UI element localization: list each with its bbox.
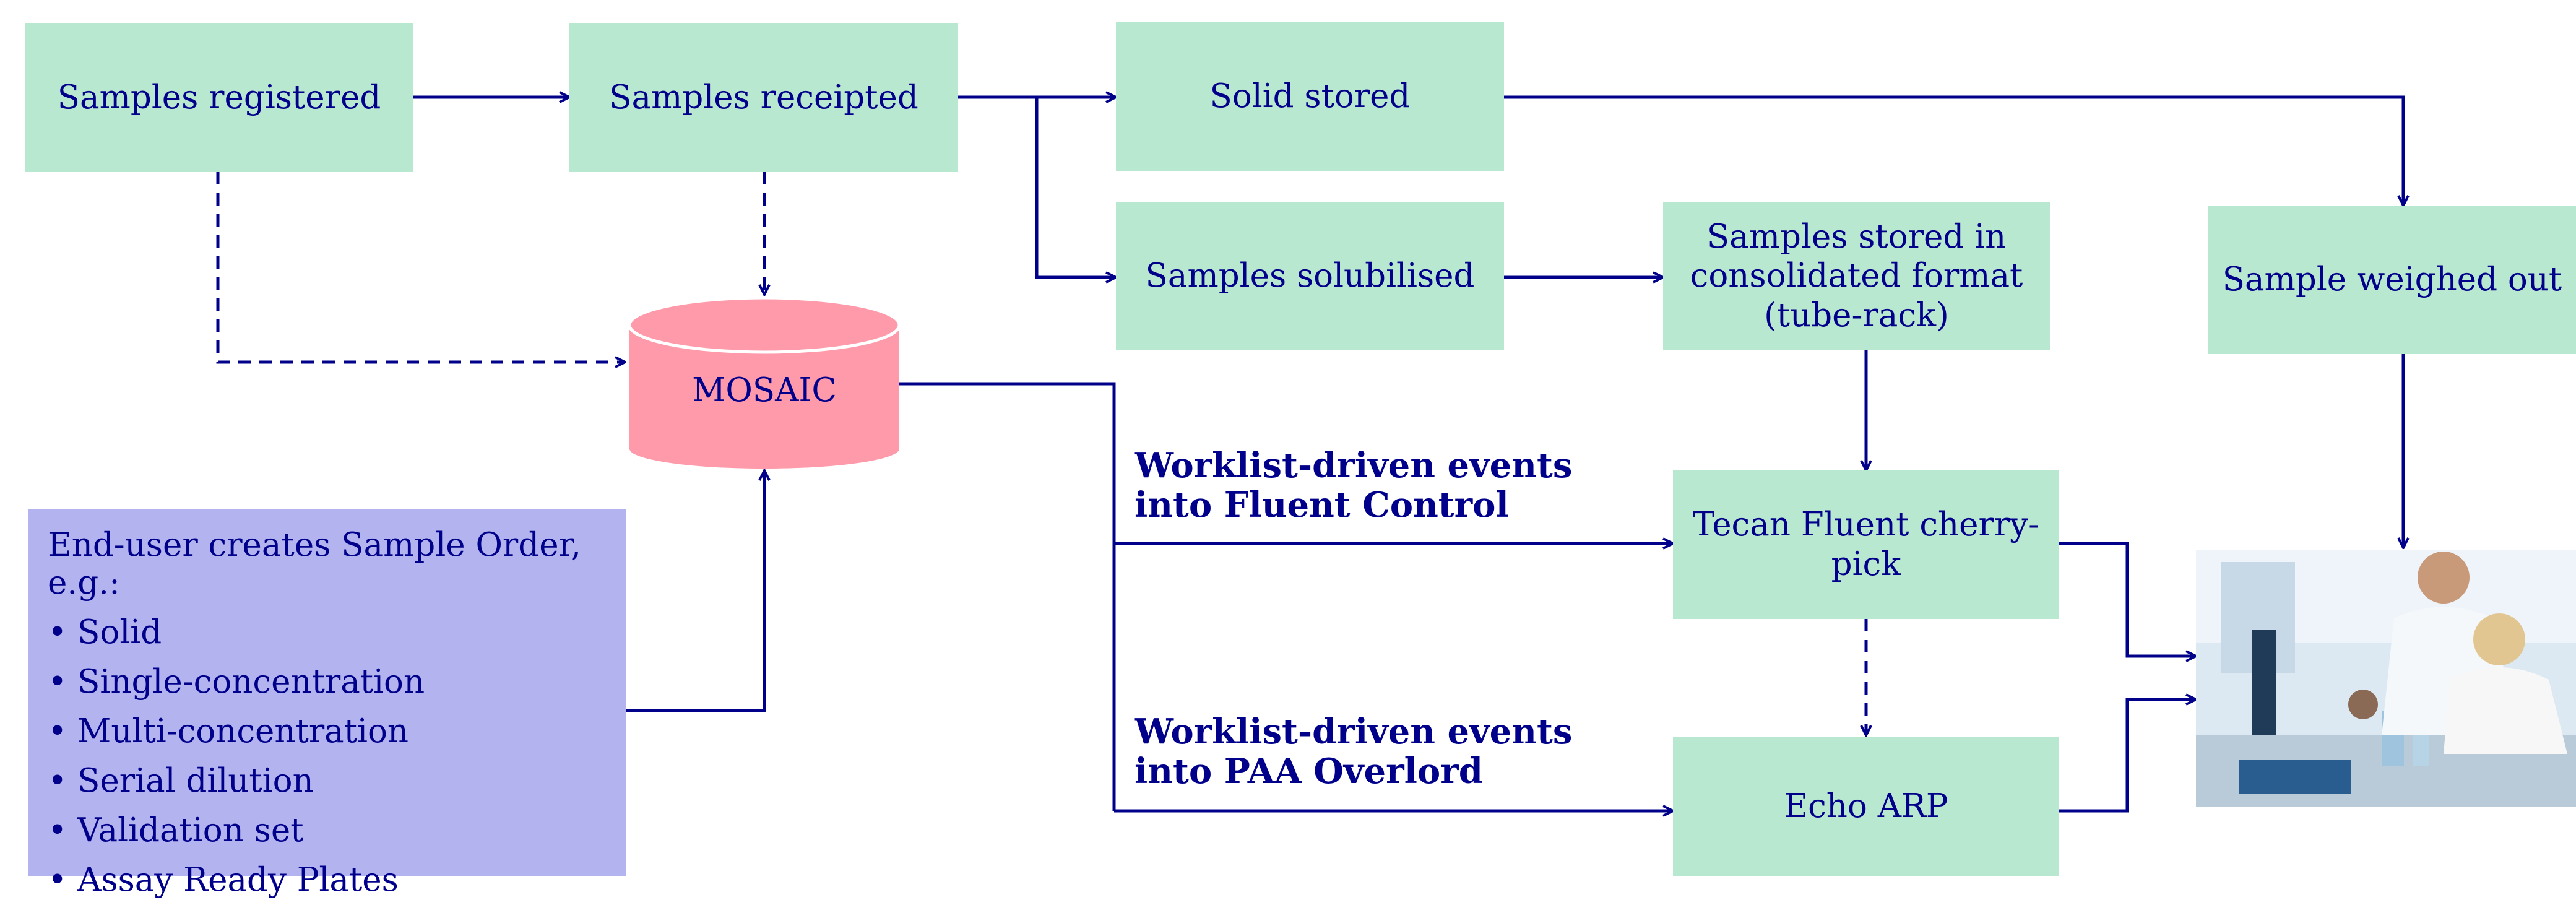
node-samples-stored-consolidated: Samples stored in consolidated format (t… xyxy=(1663,202,2050,350)
edge-solid-stored-to-weighed xyxy=(1504,95,2403,206)
workflow-diagram: Samples registered Samples receipted Sol… xyxy=(0,0,2576,876)
sample-order-title: End-user creates Sample Order, e.g.: xyxy=(48,526,581,602)
list-item: Solid xyxy=(48,608,606,657)
node-echo-arp: Echo ARP xyxy=(1673,737,2059,876)
mosaic-database xyxy=(628,296,901,469)
list-item: Serial dilution xyxy=(48,756,606,806)
edge-tecan-to-lab xyxy=(2059,542,2196,656)
edge-receipted-to-solubilised xyxy=(1035,97,1116,277)
edge-registered-to-mosaic xyxy=(216,172,625,362)
lab-photo xyxy=(2196,550,2576,807)
node-solid-stored: Solid stored xyxy=(1116,22,1504,171)
node-sample-weighed-out: Sample weighed out xyxy=(2208,206,2576,354)
label-fluent-control: Worklist-driven events into Fluent Contr… xyxy=(1135,445,1573,526)
node-samples-solubilised: Samples solubilised xyxy=(1116,202,1504,350)
connector-layer xyxy=(216,0,2576,876)
node-samples-receipted: Samples receipted xyxy=(569,23,958,172)
label-paa-overlord: Worklist-driven events into PAA Overlord xyxy=(1135,711,1573,792)
node-samples-registered: Samples registered xyxy=(25,23,413,172)
mosaic-label: MOSAIC xyxy=(692,371,837,409)
list-item: Assay Ready Plates xyxy=(48,855,606,905)
list-item: Validation set xyxy=(48,806,606,855)
edge-echo-to-lab xyxy=(2059,699,2196,813)
sample-order-list: Solid Single-concentration Multi-concent… xyxy=(48,608,606,905)
node-tecan-fluent: Tecan Fluent cherry- pick xyxy=(1673,470,2059,619)
sample-order-box: End-user creates Sample Order, e.g.: Sol… xyxy=(28,509,626,899)
edge-mosaic-to-worklists xyxy=(899,382,1116,811)
edge-order-to-mosaic xyxy=(626,470,764,712)
list-item: Single-concentration xyxy=(48,657,606,707)
list-item: Multi-concentration xyxy=(48,707,606,756)
